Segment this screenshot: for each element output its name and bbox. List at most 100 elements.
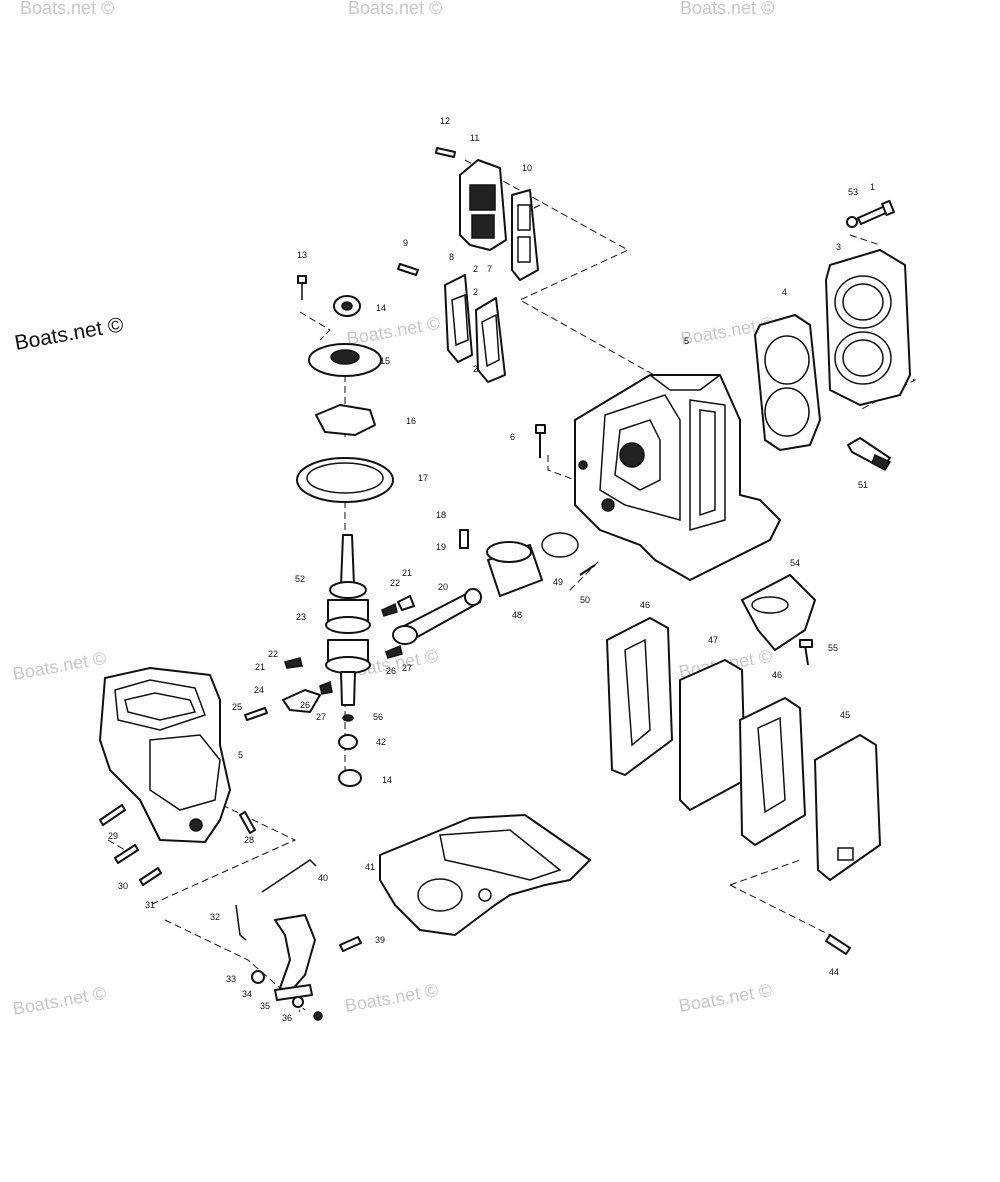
screw-13 xyxy=(297,275,307,300)
callout-34: 34 xyxy=(242,989,252,999)
watermark-lower-left: Boats.net © xyxy=(11,648,107,684)
callout-21b: 21 xyxy=(255,662,265,672)
callout-15: 15 xyxy=(380,356,390,366)
callout-22b: 22 xyxy=(268,649,278,659)
callout-41: 41 xyxy=(365,862,375,872)
small-screws xyxy=(397,147,546,458)
callout-56: 56 xyxy=(373,712,383,722)
callout-14a: 14 xyxy=(376,303,386,313)
callout-26a: 26 xyxy=(386,666,396,676)
callout-51: 51 xyxy=(858,480,868,490)
watermark-top-center: Boats.net © xyxy=(348,0,442,18)
head-bolt xyxy=(846,199,895,228)
exhaust-elbow xyxy=(741,574,816,651)
callout-48: 48 xyxy=(512,610,522,620)
callout-23: 23 xyxy=(296,612,306,622)
callout-13: 13 xyxy=(297,250,307,260)
watermark-top-right: Boats.net © xyxy=(680,0,774,18)
callout-28: 28 xyxy=(244,835,254,845)
crankcase-bolts xyxy=(99,707,268,886)
callout-22a: 22 xyxy=(390,578,400,588)
callout-21a: 21 xyxy=(402,568,412,578)
callout-52: 52 xyxy=(295,574,305,584)
exhaust-plate-46a xyxy=(606,617,673,776)
watermark-mid-center: Boats.net © xyxy=(345,313,441,349)
callout-5b: 5 xyxy=(238,750,243,760)
callout-2c: 2 xyxy=(473,364,478,374)
callout-31: 31 xyxy=(145,900,155,910)
spring-clip xyxy=(235,904,247,941)
watermark-bottom-left: Boats.net © xyxy=(11,983,107,1019)
cylinder-head xyxy=(825,249,911,406)
callout-11: 11 xyxy=(470,133,479,143)
callout-26b: 26 xyxy=(300,700,310,710)
callout-8: 8 xyxy=(449,252,454,262)
callout-39: 39 xyxy=(375,935,385,945)
callout-47: 47 xyxy=(708,635,718,645)
callout-18: 18 xyxy=(436,510,446,520)
callout-7: 7 xyxy=(487,264,492,274)
callout-33: 33 xyxy=(226,974,236,984)
transfer-cover-gasket xyxy=(511,189,539,281)
spark-plug xyxy=(847,437,892,471)
oil-seal-top xyxy=(333,295,361,317)
callout-55: 55 xyxy=(828,643,838,653)
reed-plate-right xyxy=(475,297,506,383)
callout-14b: 14 xyxy=(382,775,392,785)
callout-35: 35 xyxy=(260,1001,270,1011)
link-rod xyxy=(261,859,317,893)
callout-54: 54 xyxy=(790,558,800,568)
callout-25: 25 xyxy=(232,702,242,712)
exhaust-plate-46b xyxy=(739,697,806,846)
callout-20: 20 xyxy=(438,582,448,592)
callout-9: 9 xyxy=(403,238,408,248)
callout-2a: 2 xyxy=(473,264,478,274)
callout-17: 17 xyxy=(418,473,428,483)
watermark-main: Boats.net © xyxy=(13,313,126,355)
callout-16: 16 xyxy=(406,416,416,426)
wrist-pin xyxy=(459,529,596,576)
crankshaft xyxy=(325,534,371,787)
callout-50: 50 xyxy=(580,595,590,605)
exhaust-plate-45 xyxy=(814,734,881,881)
callout-44: 44 xyxy=(829,967,839,977)
large-gasket xyxy=(296,457,394,503)
callout-4: 4 xyxy=(782,287,787,297)
callout-40: 40 xyxy=(318,873,328,883)
cylinder-block xyxy=(574,374,781,581)
base-gasket xyxy=(379,814,591,936)
callout-6: 6 xyxy=(510,432,515,442)
callout-27a: 27 xyxy=(402,663,412,673)
crankcase xyxy=(99,667,231,843)
watermark-top-left: Boats.net © xyxy=(20,0,114,18)
piston-ring xyxy=(541,532,579,558)
callout-45: 45 xyxy=(840,710,850,720)
connecting-rod xyxy=(392,588,482,645)
upper-bearing-plate xyxy=(308,343,382,377)
plate-screw xyxy=(799,639,851,955)
callout-3: 3 xyxy=(836,242,841,252)
callout-19: 19 xyxy=(436,542,446,552)
callout-30: 30 xyxy=(118,881,128,891)
watermark-bottom-right: Boats.net © xyxy=(677,980,773,1016)
reed-plate-left xyxy=(444,274,473,363)
exhaust-plate-47 xyxy=(679,659,746,811)
callout-53: 53 xyxy=(848,187,858,197)
callout-1: 1 xyxy=(870,182,875,192)
callout-labels: 12 11 10 53 1 3 9 13 8 2 7 2 4 14 5 15 2… xyxy=(108,116,875,1023)
plate-gasket xyxy=(315,404,376,436)
callout-42: 42 xyxy=(376,737,386,747)
callout-46b: 46 xyxy=(772,670,782,680)
callout-46a: 46 xyxy=(640,600,650,610)
callout-27b: 27 xyxy=(316,712,326,722)
transfer-cover xyxy=(459,159,507,251)
callout-2b: 2 xyxy=(473,287,478,297)
throttle-lever xyxy=(251,914,362,1021)
callout-32: 32 xyxy=(210,912,220,922)
watermark-bottom-center: Boats.net © xyxy=(343,980,439,1016)
head-gasket xyxy=(754,314,821,451)
bearing-halves xyxy=(282,595,415,713)
callout-29: 29 xyxy=(108,831,118,841)
callout-36: 36 xyxy=(282,1013,292,1023)
